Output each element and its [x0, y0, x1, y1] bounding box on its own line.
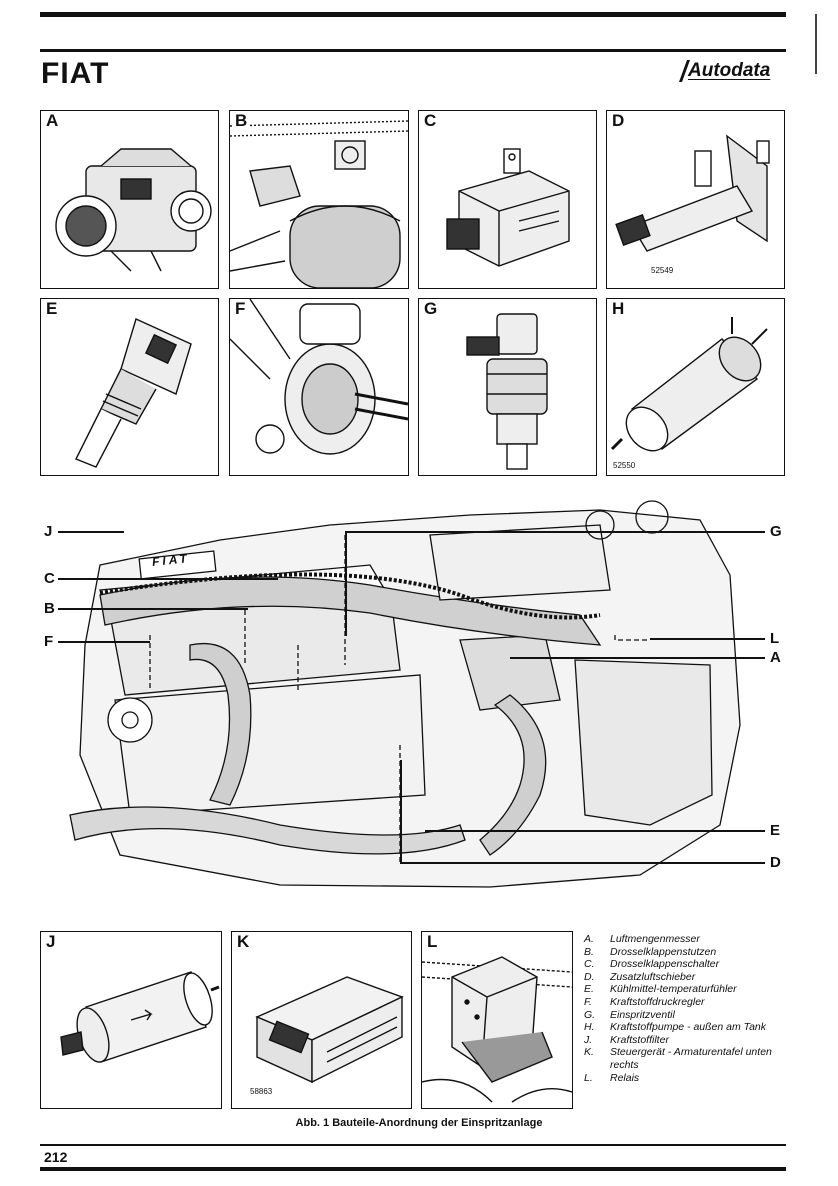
top-thick-rule	[40, 12, 786, 17]
legend-item: C.Drosselklappenschalter	[584, 958, 720, 971]
callout-d: D	[770, 854, 781, 871]
top-edge-mark	[815, 14, 817, 74]
legend-item: J.Kraftstoffilter	[584, 1033, 669, 1046]
callout-f: F	[44, 633, 54, 650]
panel-j-fuel-filter: J	[40, 931, 222, 1109]
callout-g: G	[770, 523, 782, 540]
footer-thick-rule	[40, 1167, 786, 1171]
publisher-logo: Autodata	[688, 60, 771, 81]
engine-bay-illustration	[69, 500, 741, 888]
page-number: 212	[44, 1149, 68, 1165]
pressure-regulator-illustration	[230, 299, 408, 455]
legend-item: G.Einspritzventil	[584, 1008, 675, 1021]
panel-a-air-flow-meter: A	[40, 110, 219, 289]
legend-item: F.Kraftstoffdruckregler	[584, 995, 705, 1008]
fuel-filter-illustration	[60, 971, 220, 1063]
fuel-pump-illustration	[610, 317, 768, 452]
injector-illustration	[466, 313, 548, 470]
panel-f-pressure-regulator: F	[229, 298, 409, 476]
legend-item: D.Zusatzluftschieber	[584, 970, 696, 983]
part-number: 52549	[651, 266, 674, 275]
panel-h-fuel-pump: H 52550	[606, 298, 785, 476]
coolant-temp-sensor-illustration	[75, 318, 192, 468]
leader-line-e	[425, 830, 765, 832]
panel-letter: E	[44, 299, 60, 318]
make-title: FIAT	[41, 57, 110, 90]
panel-letter: K	[235, 932, 252, 951]
panel-c-throttle-switch: C	[418, 110, 597, 289]
leader-line-a	[510, 657, 765, 659]
air-flow-meter-illustration	[55, 148, 212, 272]
leader-line-j	[58, 531, 124, 533]
relay-illustration	[422, 956, 572, 1103]
panel-g-injector: G	[418, 298, 597, 476]
leader-line-b	[58, 608, 248, 610]
callout-e: E	[770, 822, 781, 839]
leader-line-f	[58, 641, 150, 643]
panel-letter: J	[44, 932, 58, 951]
panel-d-aux-air-valve: D 52549	[606, 110, 785, 289]
panel-letter: B	[233, 111, 250, 130]
leader-line-c	[58, 578, 278, 580]
leader-line-d-rise	[400, 760, 402, 862]
leader-line-l	[650, 638, 765, 640]
legend-item: B.Drosselklappenstutzen	[584, 945, 717, 958]
leader-line-g-drop	[345, 531, 347, 636]
callout-c: C	[44, 570, 55, 587]
callout-l: L	[770, 630, 780, 647]
panel-letter: H	[610, 299, 627, 318]
throttle-switch-illustration	[446, 148, 570, 267]
legend-item: L.Relais	[584, 1071, 640, 1084]
throttle-body-illustration	[230, 120, 408, 288]
footer-rule	[40, 1144, 786, 1146]
engine-bay-drawing: FIAT	[40, 495, 800, 895]
callout-j: J	[44, 523, 53, 540]
legend-item: A.Luftmengenmesser	[584, 933, 700, 945]
ecu-illustration	[255, 976, 404, 1084]
leader-line-g	[345, 531, 765, 533]
panel-l-relay: L	[421, 931, 573, 1109]
callout-b: B	[44, 600, 55, 617]
panel-e-coolant-temp-sensor: E	[40, 298, 219, 476]
panel-letter: G	[422, 299, 440, 318]
part-number: 52550	[613, 461, 636, 470]
figure-caption: Abb. 1 Bauteile-Anordnung der Einspritza…	[295, 1117, 543, 1129]
panel-letter: L	[425, 932, 440, 951]
panel-k-ecu: K 58863	[231, 931, 412, 1109]
legend-item: H.Kraftstoffpumpe - außen am Tank	[584, 1021, 767, 1034]
panel-letter: D	[610, 111, 627, 130]
legend-item: E.Kühlmittel-temperaturfühler	[584, 983, 737, 996]
aux-air-valve-illustration	[615, 134, 770, 252]
panel-letter: C	[422, 111, 439, 130]
panel-letter: F	[233, 299, 248, 318]
part-number: 58863	[250, 1087, 273, 1096]
leader-line-d	[400, 862, 765, 864]
header-rule	[40, 49, 786, 52]
callout-a: A	[770, 649, 781, 666]
panel-letter: A	[44, 111, 61, 130]
component-legend: A.Luftmengenmesser B.Drosselklappenstutz…	[584, 933, 794, 1084]
panel-b-throttle-body: B	[229, 110, 409, 289]
legend-item: K.Steuergerät - Armaturentafel unten rec…	[584, 1046, 772, 1071]
